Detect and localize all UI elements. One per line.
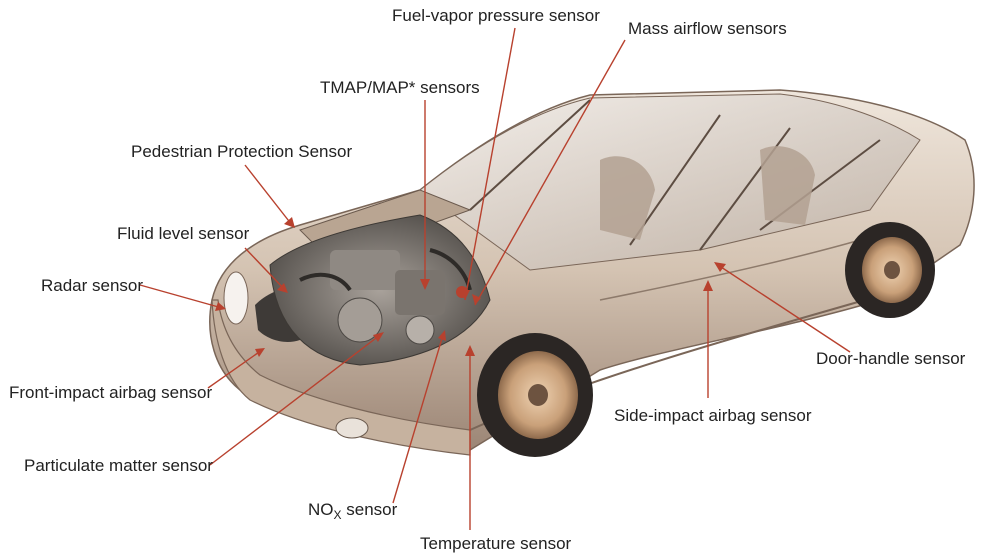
leader-front-impact xyxy=(207,349,263,389)
leader-mass-airflow xyxy=(474,39,626,306)
label-fuel-vapor-pressure-sensor: Fuel-vapor pressure sensor xyxy=(392,6,600,25)
label-mass-airflow-sensors: Mass airflow sensors xyxy=(628,19,787,38)
leader-fuel-vapor-arrow xyxy=(460,290,470,300)
engine-bay xyxy=(269,214,491,366)
leader-front-impact-arrow xyxy=(255,348,265,357)
label-nox-main: NO xyxy=(308,500,334,519)
label-tmap-map-sensors: TMAP/MAP* sensors xyxy=(320,78,480,97)
label-nox-subscript: X xyxy=(333,508,342,522)
leader-fuel-vapor xyxy=(464,27,516,301)
leader-particulate-arrow xyxy=(373,332,384,342)
label-front-impact-airbag-sensor: Front-impact airbag sensor xyxy=(9,383,213,402)
label-pedestrian-protection-sensor: Pedestrian Protection Sensor xyxy=(131,142,353,161)
leader-nox xyxy=(392,334,444,504)
leader-particulate xyxy=(209,334,381,466)
leader-door-handle xyxy=(717,264,851,353)
leader-radar xyxy=(139,284,223,309)
label-temperature-sensor: Temperature sensor xyxy=(420,534,572,553)
leader-radar-arrow xyxy=(215,302,226,311)
front-wheel xyxy=(477,333,593,457)
label-radar-sensor: Radar sensor xyxy=(41,276,144,295)
leader-fluid-level-arrow xyxy=(277,283,288,293)
leader-pedestrian xyxy=(244,164,293,226)
leader-temperature-arrow xyxy=(465,345,475,356)
rear-wheel xyxy=(845,222,935,318)
leader-door-handle-arrow xyxy=(714,262,726,272)
leader-nox-arrow xyxy=(438,330,446,341)
label-nox-suffix: sensor xyxy=(341,500,398,519)
leader-lines xyxy=(139,27,851,530)
label-side-impact-airbag-sensor: Side-impact airbag sensor xyxy=(614,406,812,425)
leader-side-impact-arrow xyxy=(703,280,713,291)
label-door-handle-sensor: Door-handle sensor xyxy=(816,349,966,368)
leader-fluid-level xyxy=(244,247,286,291)
leader-pedestrian-arrow xyxy=(284,217,295,228)
label-fluid-level-sensor: Fluid level sensor xyxy=(117,224,250,243)
label-nox-sensor: NOX sensor xyxy=(308,500,398,522)
leader-mass-airflow-arrow xyxy=(472,294,481,305)
label-particulate-matter-sensor: Particulate matter sensor xyxy=(24,456,213,475)
leader-tmap-arrow xyxy=(420,279,430,290)
